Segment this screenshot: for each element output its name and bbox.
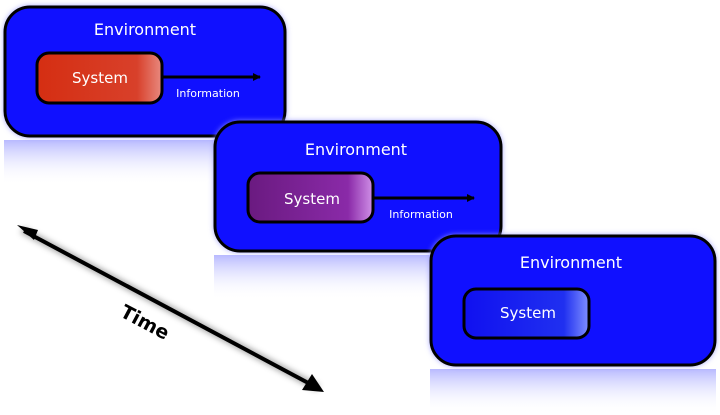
environment-panel-1: Environment System Information (3, 5, 287, 138)
environment-panel-3: Environment System (429, 234, 717, 367)
environment-panel-2: Environment System Information (213, 120, 503, 253)
arrow-head-icon (302, 374, 324, 392)
arrow-tail-icon (17, 225, 38, 240)
system-label: System (72, 69, 128, 87)
time-arrow (23, 229, 313, 387)
system-box (462, 287, 591, 340)
environment-label: Environment (305, 140, 407, 159)
environment-label: Environment (520, 253, 622, 272)
information-label: Information (389, 208, 453, 221)
reflection (430, 369, 716, 414)
information-label: Information (176, 87, 240, 100)
system-label: System (500, 304, 556, 322)
environment-label: Environment (94, 20, 196, 39)
system-label: System (284, 190, 340, 208)
